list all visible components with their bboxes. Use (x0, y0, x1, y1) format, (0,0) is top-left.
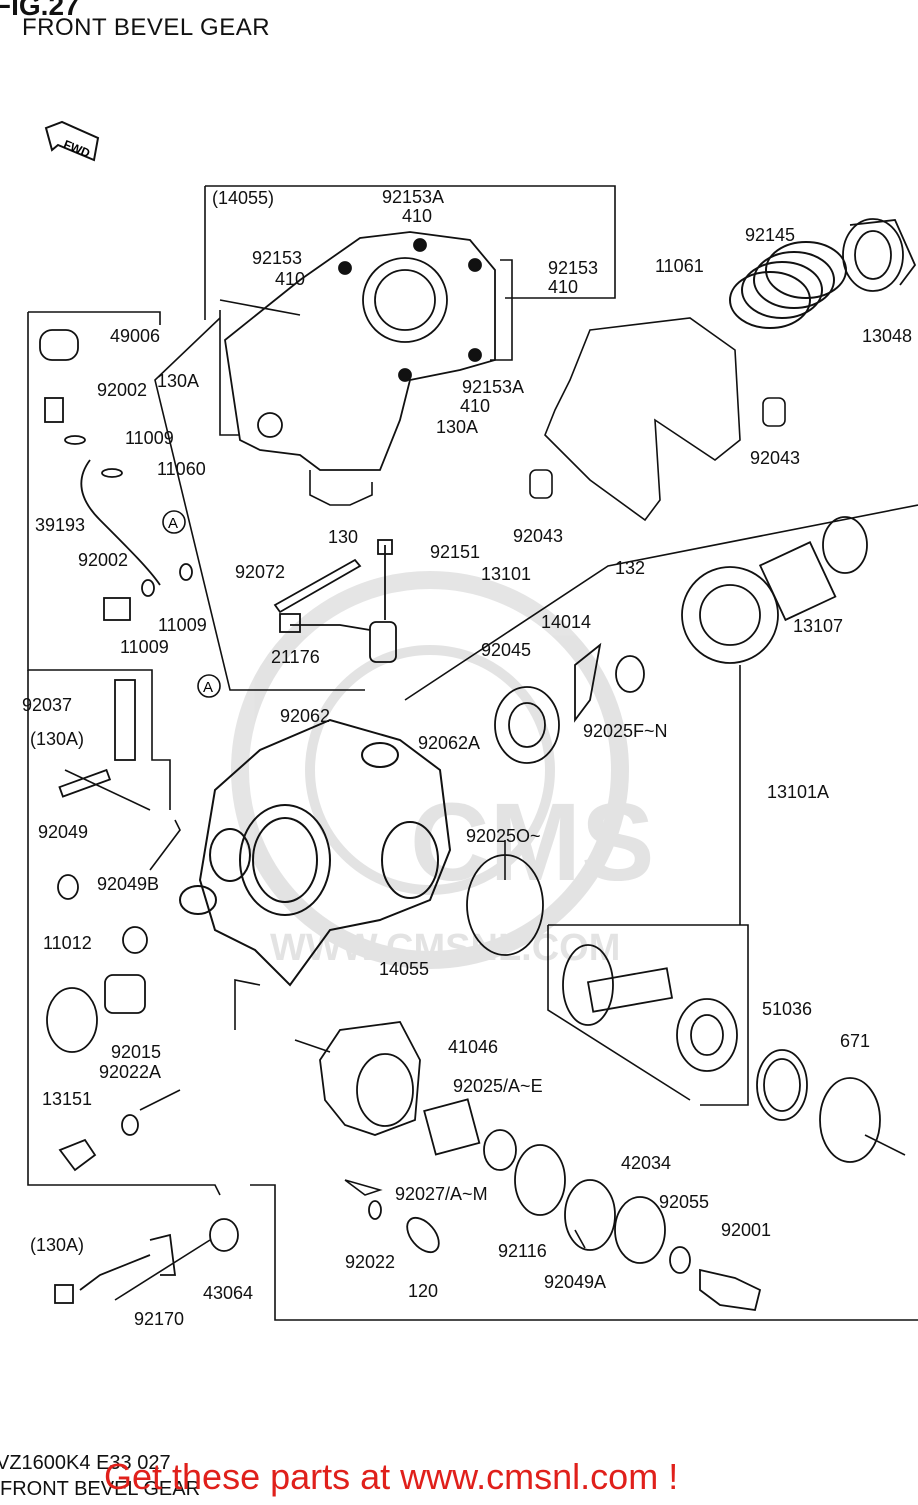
seal-part (466, 854, 881, 1163)
part-label: 92055 (659, 1192, 709, 1212)
part-label: 120 (408, 1281, 438, 1301)
part-label: 11009 (125, 428, 174, 448)
diagram-title: FRONT BEVEL GEAR (22, 14, 271, 41)
callout-a-lower-label: A (203, 679, 213, 696)
part-label: (130A) (30, 1235, 84, 1255)
part-label: 11061 (655, 256, 704, 276)
part-label: 92025F~N (583, 721, 668, 741)
part-label: 14055 (379, 959, 429, 979)
part-label: 43064 (203, 1283, 253, 1303)
part-label: (130A) (30, 729, 84, 749)
part-label: 11012 (43, 933, 92, 953)
part-label: 92043 (750, 448, 800, 468)
final-drive-housing-part (54, 1021, 762, 1312)
gasket-part (544, 317, 741, 522)
part-label: 92045 (481, 640, 531, 660)
part-label: 92072 (235, 562, 285, 582)
part-label: 13101 (481, 564, 531, 584)
part-label: 92151 (430, 542, 480, 562)
part-label: 11060 (157, 459, 206, 479)
part-label: 410 (460, 396, 490, 416)
callout-a-upper: A (162, 510, 186, 534)
part-label: 11009 (158, 615, 207, 635)
part-label: 92027/A~M (395, 1184, 488, 1204)
part-label: 92049 (38, 822, 88, 842)
part-label: 92153 (252, 248, 302, 268)
part-label: 92153 (548, 258, 598, 278)
part-label: 13101A (767, 782, 829, 802)
bevel-gear-part (494, 516, 868, 1072)
figure-number: FIG.27 (0, 0, 80, 21)
part-label: 92001 (721, 1220, 771, 1240)
part-label: 92153A (462, 377, 524, 397)
callout-a-lower: A (197, 674, 221, 698)
part-label: 92145 (745, 225, 795, 245)
part-label: 92037 (22, 695, 72, 715)
rear-cover-part (224, 231, 496, 471)
speed-sensor-part (273, 539, 397, 663)
part-label: 92025/A~E (453, 1076, 543, 1096)
part-label: 42034 (621, 1153, 671, 1173)
part-label: 130 (328, 527, 358, 547)
part-label: 92022A (99, 1062, 161, 1082)
part-label: 92002 (97, 380, 147, 400)
fwd-arrow-icon: FWD (44, 120, 100, 162)
part-label: 92015 (111, 1042, 161, 1062)
part-label: 410 (548, 277, 578, 297)
part-label: 92062 (280, 706, 330, 726)
part-label: 130A (157, 371, 199, 391)
part-label: 410 (275, 269, 305, 289)
part-label: 11009 (120, 637, 169, 657)
bracket-lines (27, 185, 918, 1321)
part-label: 92062A (418, 733, 480, 753)
part-label: 130A (436, 417, 478, 437)
callout-a-upper-label: A (168, 515, 178, 532)
part-number-labels: (14055) 92153A 410 92153 410 92153 410 9… (22, 187, 912, 1329)
watermark-brand: CMS (410, 781, 654, 904)
dowel-pin-part (529, 397, 786, 499)
part-label: 92049A (544, 1272, 606, 1292)
watermark: CMS WWW.CMSNL.COM (231, 571, 654, 969)
cam-part (842, 218, 917, 292)
part-label: 14014 (541, 612, 591, 632)
part-label: 92153A (382, 187, 444, 207)
part-label: 92049B (97, 874, 159, 894)
part-label: 92170 (134, 1309, 184, 1329)
shop-link[interactable]: Get these parts at www.cmsnl.com ! (104, 1456, 679, 1497)
part-label: 51036 (762, 999, 812, 1019)
part-label: 21176 (271, 647, 320, 667)
part-label: 410 (402, 206, 432, 226)
part-label: 671 (840, 1031, 870, 1051)
spring-part (729, 241, 847, 329)
part-label: 49006 (110, 326, 160, 346)
part-label: 13107 (793, 616, 843, 636)
part-label: 92116 (498, 1241, 547, 1261)
part-label: 13048 (862, 326, 912, 346)
breather-hose-part (39, 329, 193, 621)
part-label: 92043 (513, 526, 563, 546)
gear-case-part (179, 718, 452, 987)
left-small-parts (46, 679, 148, 1172)
footer-diagram-code: VZ1600K4 E33 027 (0, 1452, 171, 1474)
watermark-url: WWW.CMSNL.COM (270, 927, 620, 969)
part-label: 92022 (345, 1252, 395, 1272)
part-label: 13151 (42, 1089, 92, 1109)
part-label: 132 (615, 558, 645, 578)
part-label: 39193 (35, 515, 85, 535)
part-label: 41046 (448, 1037, 498, 1057)
part-label: (14055) (212, 188, 274, 208)
footer-diagram-title: FRONT BEVEL GEAR (0, 1478, 201, 1500)
part-label: 92025O~ (466, 826, 541, 846)
part-label: 92002 (78, 550, 128, 570)
